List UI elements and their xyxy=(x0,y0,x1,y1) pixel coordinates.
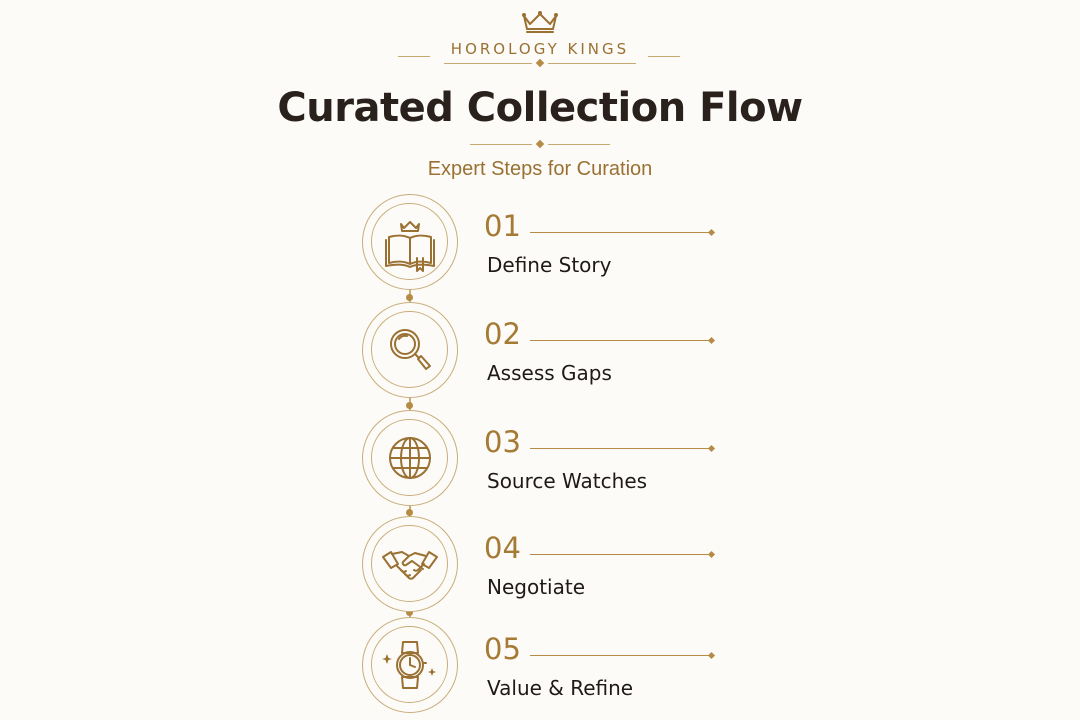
brand-name: HOROLOGY KINGS xyxy=(450,40,630,58)
step-rule xyxy=(530,340,710,341)
step-icon-ring xyxy=(371,525,448,602)
step-rule-end xyxy=(707,651,716,660)
brand-rule-left xyxy=(398,56,430,57)
step-icon-ring xyxy=(371,419,448,496)
step-label: Source Watches xyxy=(487,469,648,493)
page-subtitle: Expert Steps for Curation xyxy=(427,158,653,180)
step-number: 03 xyxy=(484,425,521,459)
step-item: 02 Assess Gaps xyxy=(360,302,740,402)
step-rule-end xyxy=(707,336,716,345)
globe-icon xyxy=(389,437,431,479)
step-rule-end xyxy=(707,550,716,559)
brand-underline-right xyxy=(548,63,636,64)
step-rule xyxy=(530,448,710,449)
step-icon-circle xyxy=(362,410,458,506)
step-rule-end xyxy=(707,444,716,453)
crown-icon xyxy=(522,11,558,33)
title-divider-right xyxy=(548,144,610,145)
step-icon-circle xyxy=(362,302,458,398)
step-rule xyxy=(530,232,710,233)
connector-dot xyxy=(406,609,413,616)
book-crown-icon xyxy=(385,221,435,272)
step-item: 01 Define Story xyxy=(360,194,740,294)
page-title: Curated Collection Flow xyxy=(277,85,803,131)
step-number: 02 xyxy=(484,317,521,351)
step-number: 05 xyxy=(484,632,521,666)
handshake-icon xyxy=(382,551,438,580)
step-rule xyxy=(530,655,710,656)
magnifier-icon xyxy=(390,329,431,370)
step-label: Value & Refine xyxy=(487,676,634,700)
step-icon-ring xyxy=(371,311,448,388)
wristwatch-icon xyxy=(382,641,436,689)
brand-header: HOROLOGY KINGS xyxy=(0,38,1080,68)
step-number: 04 xyxy=(484,531,521,565)
step-icon-ring xyxy=(371,626,448,703)
step-icon-circle xyxy=(362,194,458,290)
connector-dot xyxy=(406,294,413,301)
step-icon-ring xyxy=(371,203,448,280)
step-label: Negotiate xyxy=(487,575,585,599)
step-item: 05 Value & Refine xyxy=(360,617,740,717)
step-icon-circle xyxy=(362,516,458,612)
title-divider-left xyxy=(470,144,532,145)
step-label: Assess Gaps xyxy=(487,361,612,385)
step-rule xyxy=(530,554,710,555)
step-icon-circle xyxy=(362,617,458,713)
connector-dot xyxy=(406,509,413,516)
step-item: 04 Negotiate xyxy=(360,516,740,616)
step-number: 01 xyxy=(484,209,521,243)
step-rule-end xyxy=(707,228,716,237)
step-item: 03 Source Watches xyxy=(360,410,740,510)
connector-dot xyxy=(406,402,413,409)
brand-underline-left xyxy=(444,63,532,64)
step-label: Define Story xyxy=(487,253,612,277)
brand-rule-right xyxy=(648,56,680,57)
